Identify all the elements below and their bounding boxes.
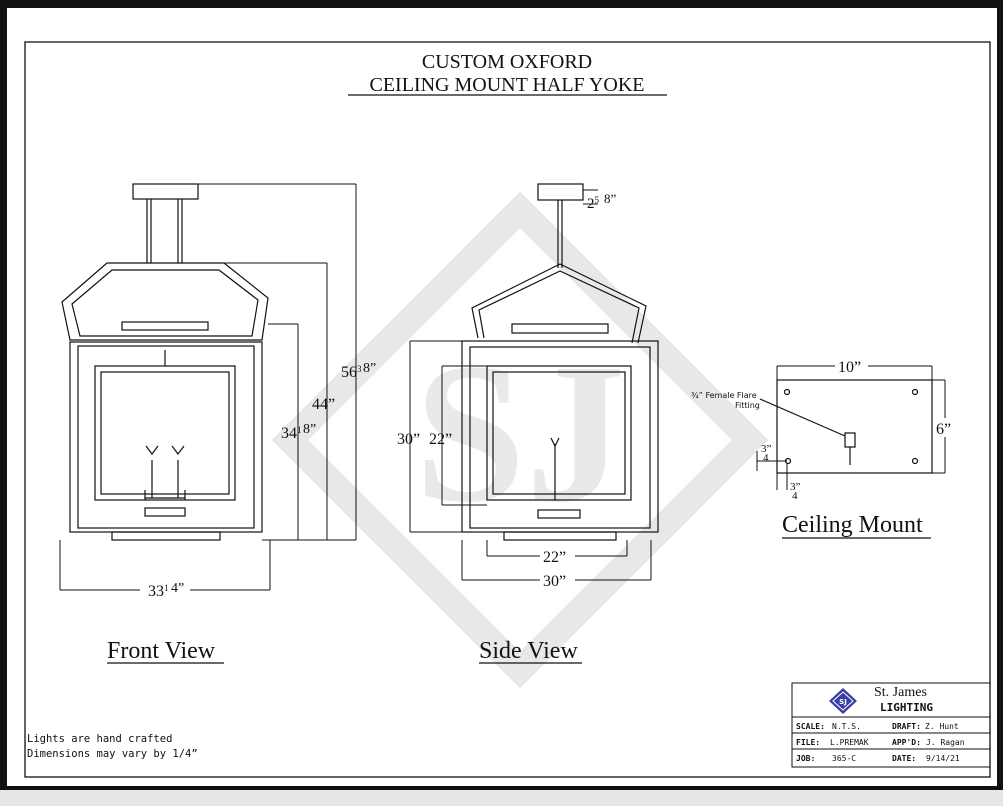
date-value: 9/14/21 (926, 754, 960, 763)
fitting-label-2: Fitting (735, 401, 760, 410)
front-dimension-lines (59, 183, 357, 591)
title-line2: CEILING MOUNT HALF YOKE (370, 74, 645, 96)
front-width: 331 (148, 583, 169, 600)
date-label: DATE: (892, 754, 916, 763)
side-height-22: 22” (429, 431, 452, 448)
fitting-label-1: ¾” Female Flare (691, 391, 757, 400)
ceiling-offset-a: 3”4 (761, 443, 772, 464)
side-view-drawing (461, 183, 659, 541)
ceiling-mount-drawing (759, 379, 933, 474)
note-line2: Dimensions may vary by 1/4” (27, 748, 198, 760)
file-label: FILE: (796, 738, 820, 747)
front-height-44: 44” (312, 396, 335, 413)
front-width-den: 4” (171, 581, 184, 596)
bottom-strip (0, 790, 1003, 806)
ceiling-height: 6” (936, 421, 951, 438)
side-width-30: 30” (543, 573, 566, 590)
logo-text: SJ (839, 698, 847, 706)
front-view-drawing (61, 183, 269, 541)
drawing-border (24, 41, 991, 778)
front-height-overall-den: 8” (363, 361, 376, 376)
job-label: JOB: (796, 754, 815, 763)
side-height-30: 30” (397, 431, 420, 448)
job-value: 365-C (832, 754, 856, 763)
label-ceiling-mount: Ceiling Mount (782, 512, 923, 538)
company-name-2: LIGHTING (880, 701, 933, 714)
label-side-view: Side View (479, 638, 578, 664)
draft-value: Z. Hunt (925, 722, 959, 731)
scale-value: N.T.S. (832, 722, 861, 731)
ceiling-offset-b: 3”4 (790, 481, 801, 502)
front-height-overall: 563 (341, 364, 362, 381)
side-top-dim: 25 (587, 195, 600, 212)
watermark: SJ (271, 191, 769, 689)
note-line1: Lights are hand crafted (27, 733, 172, 745)
label-front-view: Front View (107, 638, 216, 664)
side-top-dim-den: 8” (604, 191, 617, 206)
title-block (791, 682, 991, 768)
side-width-22: 22” (543, 549, 566, 566)
side-dimension-lines (409, 189, 652, 581)
ceiling-dimension-lines (756, 365, 946, 490)
ceiling-width: 10” (838, 359, 861, 376)
appd-label: APP'D: (892, 738, 921, 747)
front-height-34: 341 (281, 425, 302, 442)
appd-value: J. Ragan (926, 738, 965, 747)
front-height-34-den: 8” (303, 422, 316, 437)
title-line1: CUSTOM OXFORD (422, 51, 592, 73)
company-logo: SJ (829, 688, 857, 714)
draft-label: DRAFT: (892, 722, 921, 731)
watermark-text: SJ (414, 323, 625, 544)
scale-label: SCALE: (796, 722, 825, 731)
company-name-1: St. James (874, 685, 927, 700)
file-value: L.PREMAK (830, 738, 869, 747)
